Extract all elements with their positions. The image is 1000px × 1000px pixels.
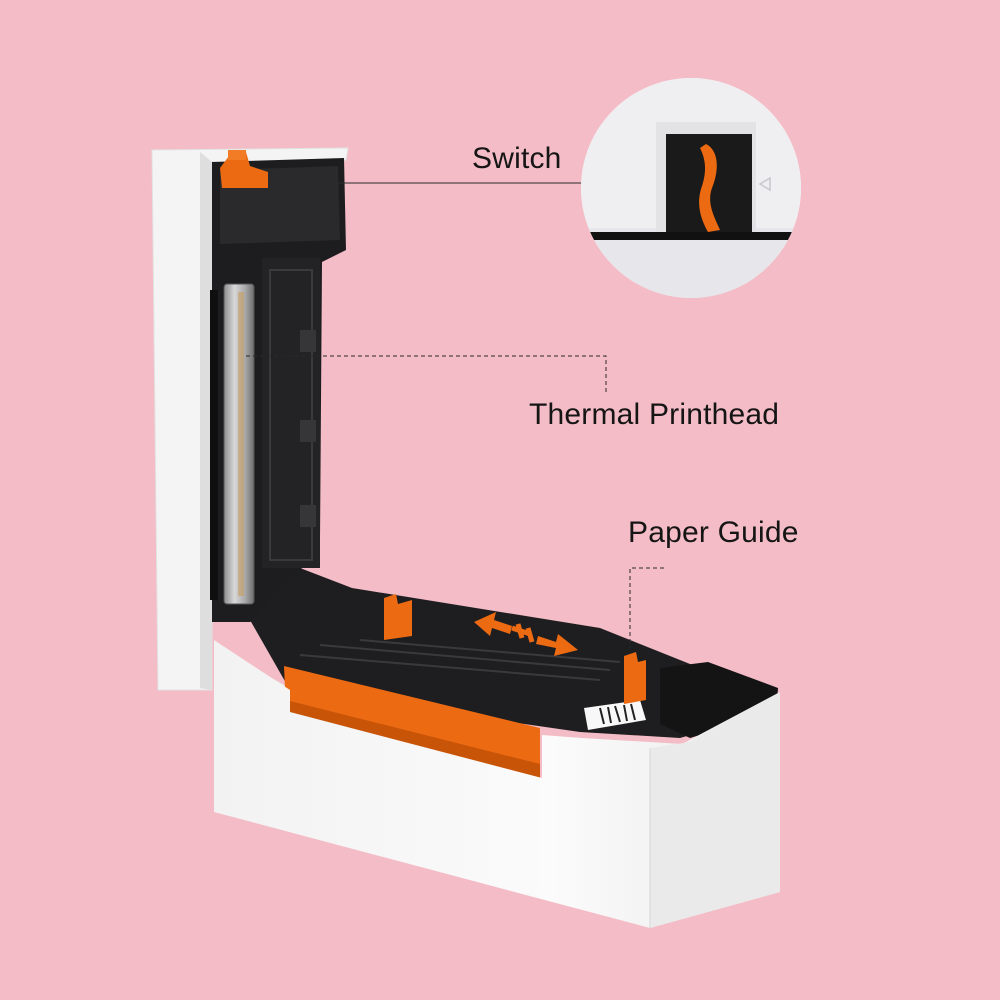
base-front-face [214, 640, 780, 928]
tear-plate-shade [286, 700, 540, 778]
zoom-switch-handle [699, 144, 720, 232]
label-barcode [599, 703, 636, 725]
switch-lever-top [228, 150, 246, 160]
paper-guide-label: Paper Guide [628, 516, 799, 549]
printer-base [214, 568, 780, 928]
paper-guide-right [624, 652, 646, 704]
paper-guide-left [384, 594, 412, 640]
lid-edge [200, 152, 212, 690]
paper-guide-leader-line [629, 567, 664, 648]
thermal-printer [151, 147, 780, 928]
switch-lever [220, 152, 268, 188]
thermal-printhead-label: Thermal Printhead [529, 398, 780, 431]
tray-ribs [299, 639, 621, 681]
adjust-arrow-icon [474, 612, 578, 656]
printer-lid [151, 147, 349, 691]
zoom-triangle-mark [758, 176, 771, 192]
lid-tab-3 [300, 505, 316, 527]
lid-rail-detail [269, 269, 313, 561]
printhead-contact [238, 292, 244, 596]
switch-zoom-inset [581, 78, 801, 298]
leader-lines [246, 182, 664, 648]
printhead-leader-line [246, 355, 607, 392]
lid-tab-1 [300, 330, 316, 352]
lid-tab-2 [300, 420, 316, 442]
label-sample [584, 700, 646, 730]
zoom-bottom-edge [581, 232, 801, 240]
base-right-face [650, 692, 780, 928]
switch-label: Switch [472, 142, 562, 175]
lid-serrated-edge [210, 290, 218, 600]
